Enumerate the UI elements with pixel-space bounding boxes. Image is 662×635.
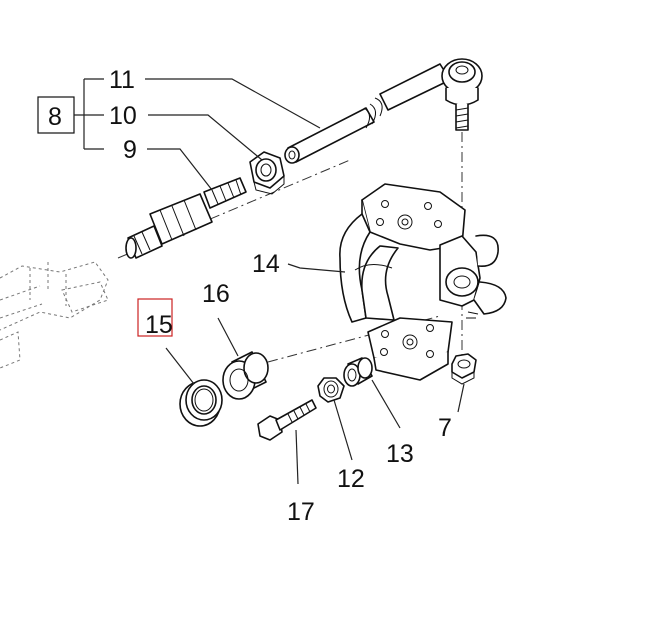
bushing-part-16 (222, 351, 269, 400)
callout-15: 15 (145, 311, 173, 339)
callout-10: 10 (109, 102, 137, 130)
leader-lines (145, 78, 465, 485)
callout-13: 13 (386, 440, 414, 468)
background-assembly (0, 261, 109, 369)
seal-ring-part-15 (179, 379, 223, 427)
threaded-adjuster-part-9 (125, 177, 247, 259)
callout-12: 12 (337, 465, 365, 493)
callout-14: 14 (252, 250, 280, 278)
tie-rod-part-11 (284, 58, 483, 164)
nut-part-7 (451, 353, 477, 385)
group-bracket (37, 78, 104, 150)
callout-16: 16 (202, 280, 230, 308)
steering-knuckle-part-14 (339, 183, 507, 381)
callout-labels: 11 10 9 8 14 16 15 13 12 7 17 (48, 66, 452, 526)
callout-17: 17 (287, 498, 315, 526)
hex-nut-part-10 (249, 151, 285, 195)
callout-11: 11 (109, 66, 135, 94)
callout-9: 9 (123, 136, 137, 164)
highlight-box-15 (137, 298, 173, 337)
callout-8: 8 (48, 103, 62, 131)
small-nut-part-12 (317, 377, 345, 403)
sleeve-part-13 (343, 357, 373, 387)
bolt-part-17 (257, 399, 317, 441)
callout-7: 7 (438, 414, 452, 442)
